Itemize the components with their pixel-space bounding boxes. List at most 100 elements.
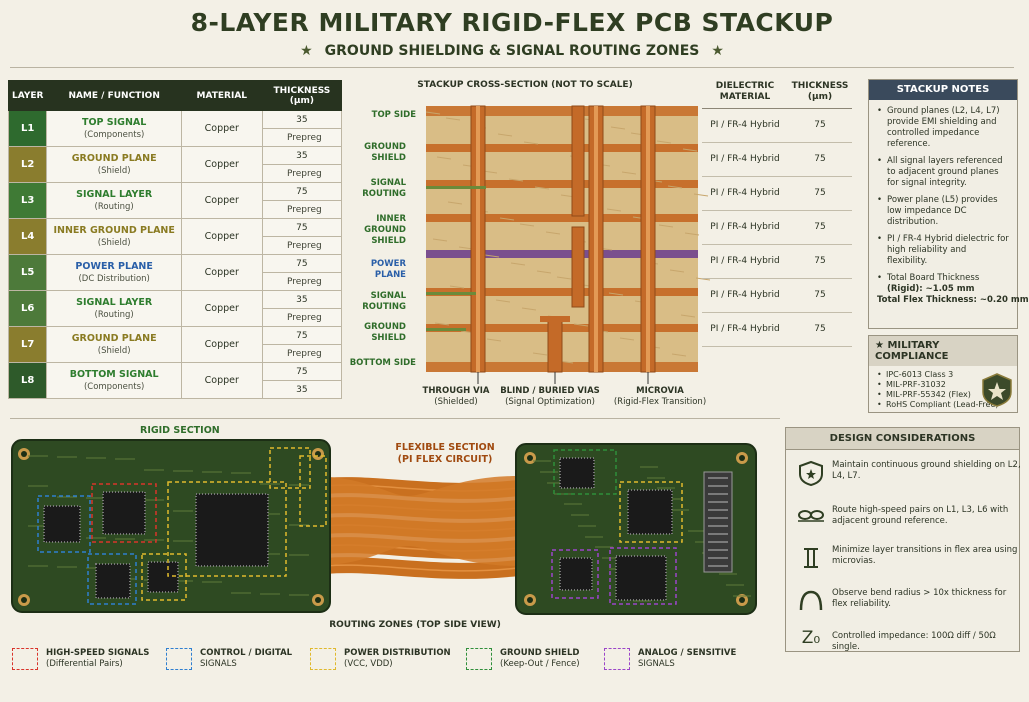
layer-function: (Routing) xyxy=(94,309,134,320)
note-item: Ground planes (L2, L4, L7) provide EMI s… xyxy=(877,106,1009,150)
prepreg-label: Prepreg xyxy=(261,128,343,147)
mounting-hole-center xyxy=(315,597,321,603)
substrate-texture xyxy=(684,232,700,236)
copper-layer xyxy=(426,180,698,188)
design-considerations-panel: DESIGN CONSIDERATIONS Maintain continuou… xyxy=(785,427,1021,652)
layer-function: (Shield) xyxy=(97,237,131,248)
flex-thickness: Total Flex Thickness: ~0.20 mm xyxy=(877,295,1029,305)
layer-name-cell: GROUND PLANE(Shield) xyxy=(46,326,182,363)
layer-name-cell: TOP SIGNAL(Components) xyxy=(46,110,182,147)
layer-material: Copper xyxy=(180,326,263,363)
via-name: THROUGH VIA xyxy=(422,386,490,396)
legend-sub: (VCC, VDD) xyxy=(344,659,393,669)
via-sub: (Shielded) xyxy=(434,397,478,407)
layer-side-label: POWER PLANE xyxy=(370,259,406,280)
substrate-texture xyxy=(667,185,683,189)
header-divider xyxy=(10,67,1014,68)
blind-via xyxy=(571,105,585,217)
substrate-texture xyxy=(619,337,635,341)
layer-name-cell: GROUND PLANE(Shield) xyxy=(46,146,182,183)
ic-chip xyxy=(195,493,269,567)
routing-zone xyxy=(91,483,157,543)
signal-trace xyxy=(426,328,466,331)
flex-section xyxy=(308,476,518,566)
layer-id: L3 xyxy=(7,182,48,219)
dielectric-thickness: 75 xyxy=(788,176,852,211)
layer-function: (Shield) xyxy=(97,345,131,356)
layer-thickness: 35 xyxy=(261,290,343,309)
substrate-texture xyxy=(486,338,502,342)
layer-material: Copper xyxy=(180,146,263,183)
substrate-texture xyxy=(606,208,622,212)
prepreg-row: Prepreg xyxy=(9,272,343,291)
via-label: BLIND / BURIED VIAS(Signal Optimization) xyxy=(490,386,610,408)
prepreg-row: Prepreg xyxy=(9,308,343,327)
layer-function: (Components) xyxy=(83,381,145,392)
via-core xyxy=(646,106,650,372)
legend-sub: (Differential Pairs) xyxy=(46,659,123,669)
layer-side-label: TOP SIDE xyxy=(371,110,416,120)
copper-layer xyxy=(426,214,698,222)
rigid-thickness: (Rigid): ~1.05 mm xyxy=(887,284,975,294)
substrate-texture xyxy=(519,223,535,227)
star-icon: ★ xyxy=(300,43,313,59)
dielectric-table: DIELECTRIC MATERIAL THICKNESS (µm) PI / … xyxy=(702,76,852,347)
dielectric-thickness: 75 xyxy=(788,210,852,245)
prepreg-label: Prepreg xyxy=(261,272,343,291)
via-name: BLIND / BURIED VIAS xyxy=(500,386,600,396)
layer-id: L4 xyxy=(7,218,48,255)
impedance-icon: Z₀ xyxy=(801,628,821,648)
pcb-board-illustration xyxy=(11,439,757,615)
via-label: THROUGH VIA(Shielded) xyxy=(406,386,506,408)
mounting-hole-center xyxy=(527,455,533,461)
note-item: PI / FR-4 Hybrid dielectric for high rel… xyxy=(877,234,1009,267)
routing-zone xyxy=(551,549,599,599)
substrate-texture xyxy=(532,352,548,356)
cross-section-title: STACKUP CROSS-SECTION (NOT TO SCALE) xyxy=(417,80,633,90)
header-name: NAME / FUNCTION xyxy=(46,80,182,111)
cross-section-diagram xyxy=(425,105,711,384)
badge-icon xyxy=(982,373,1012,407)
layer-thickness: 75 xyxy=(261,326,343,345)
layer-function: (DC Distribution) xyxy=(78,273,150,284)
routing-zone xyxy=(553,449,617,495)
routing-zone xyxy=(609,547,677,605)
via-core xyxy=(594,106,598,372)
layer-side-label: INNER GROUND SHIELD xyxy=(364,214,406,246)
legend-swatch xyxy=(604,648,630,670)
layer-name: GROUND PLANE xyxy=(71,332,157,344)
substrate-texture xyxy=(495,299,511,303)
routing-zones-caption: ROUTING ZONES (TOP SIDE VIEW) xyxy=(329,620,501,630)
legend-name: POWER DISTRIBUTION xyxy=(344,648,451,658)
copper-layer xyxy=(426,250,698,258)
layer-material: Copper xyxy=(180,218,263,255)
copper-layer xyxy=(426,288,698,296)
dielectric-thickness: 75 xyxy=(788,278,852,313)
layer-thickness: 35 xyxy=(261,110,343,129)
mounting-hole-center xyxy=(527,597,533,603)
prepreg-label: Prepreg xyxy=(261,200,343,219)
ic-chip xyxy=(43,505,81,543)
prepreg-label: Prepreg xyxy=(261,344,343,363)
substrate-texture xyxy=(556,276,572,280)
routing-zone xyxy=(269,447,311,489)
prepreg-label: Prepreg xyxy=(261,236,343,255)
header-dielectric: DIELECTRIC MATERIAL xyxy=(702,76,788,109)
routing-zone xyxy=(619,481,683,543)
military-compliance-panel: ★ MILITARY COMPLIANCE IPC-6013 Class 3 M… xyxy=(868,335,1018,413)
substrate-texture xyxy=(523,141,539,145)
legend-sub: SIGNALS xyxy=(200,659,237,669)
layer-function: (Shield) xyxy=(97,165,131,176)
substrate-texture xyxy=(497,133,513,137)
routing-zone xyxy=(167,481,287,577)
layer-material: Copper xyxy=(180,182,263,219)
ic-chip xyxy=(627,489,673,535)
substrate-texture xyxy=(669,269,685,273)
layer-name: POWER PLANE xyxy=(75,260,153,272)
